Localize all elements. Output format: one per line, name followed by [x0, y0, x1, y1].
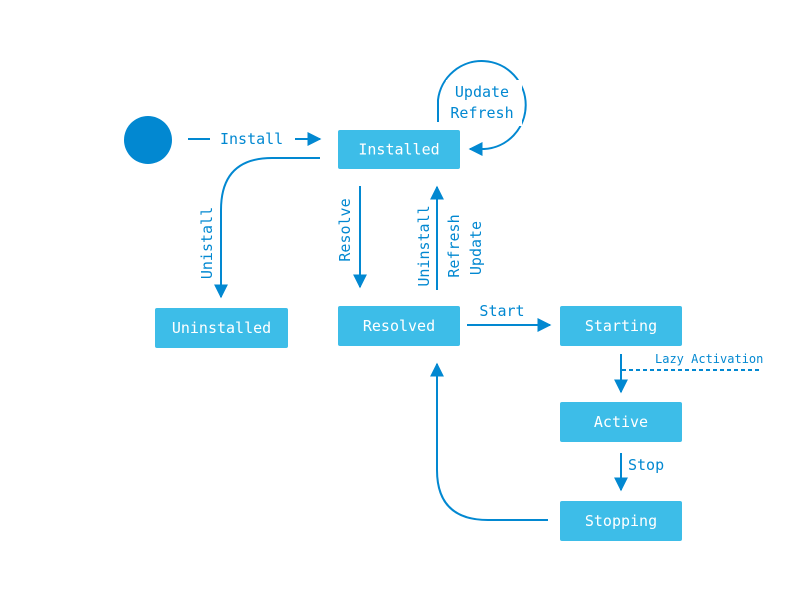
- install-label: Install: [220, 130, 283, 148]
- initial-state-dot: [124, 116, 172, 164]
- uninstall-up-label: Uninstall: [415, 205, 433, 286]
- resolve-label: Resolve: [336, 198, 354, 261]
- installed-label: Installed: [358, 141, 439, 159]
- stop-label: Stop: [628, 456, 664, 474]
- start-label: Start: [479, 302, 524, 320]
- lazy-activation-label: Lazy Activation: [655, 352, 763, 366]
- resolved-label: Resolved: [363, 317, 435, 335]
- uninstalled-label: Uninstalled: [172, 319, 271, 337]
- unistall-label: Unistall: [198, 207, 216, 279]
- refresh-up-label: Refresh: [445, 214, 463, 277]
- stopping-label: Stopping: [585, 512, 657, 530]
- installed-node[interactable]: Installed: [338, 130, 460, 169]
- active-label: Active: [594, 413, 648, 431]
- stopping-node[interactable]: Stopping: [560, 501, 682, 541]
- stopped-edge: [430, 362, 548, 521]
- uninstall-edge: [214, 157, 320, 299]
- starting-node[interactable]: Starting: [560, 306, 682, 346]
- resolved-node[interactable]: Resolved: [338, 306, 460, 346]
- uninstalled-node[interactable]: Uninstalled: [155, 308, 288, 348]
- update-up-label: Update: [467, 221, 485, 275]
- active-node[interactable]: Active: [560, 402, 682, 442]
- update-refresh-loop-edge: [437, 60, 527, 156]
- loop-label-bg: [446, 80, 522, 126]
- starting-label: Starting: [585, 317, 657, 335]
- loop-refresh-label: Refresh: [450, 104, 513, 122]
- loop-update-label: Update: [455, 83, 509, 101]
